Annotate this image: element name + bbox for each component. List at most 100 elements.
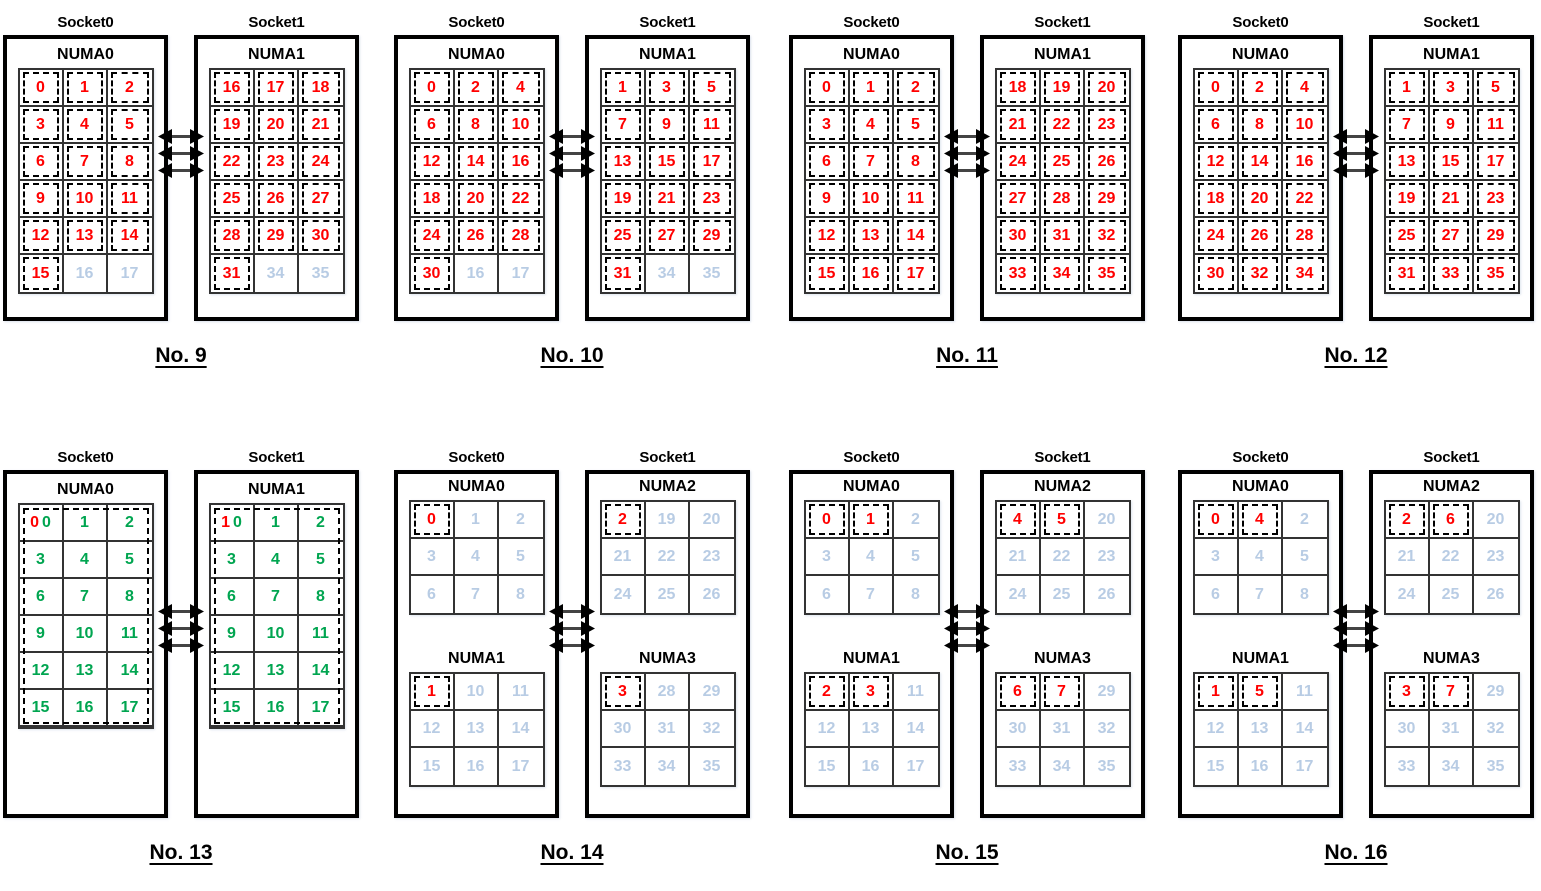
cpu-cell[interactable]: 9 (19, 616, 64, 653)
cpu-cell[interactable]: 23 (254, 144, 299, 181)
cpu-cell[interactable]: 4 (454, 539, 499, 576)
cpu-cell[interactable]: 25 (1040, 576, 1085, 613)
cpu-cell[interactable]: 29 (1473, 218, 1518, 255)
cpu-cell[interactable]: 12 (410, 711, 455, 748)
cpu-cell[interactable]: 25 (1385, 218, 1430, 255)
cpu-cell[interactable]: 20 (254, 107, 299, 144)
cpu-cell[interactable]: 27 (645, 218, 690, 255)
cpu-cell[interactable]: 5 (893, 539, 938, 576)
cpu-cell[interactable]: 9 (1429, 107, 1474, 144)
cpu-cell[interactable]: 15 (1429, 144, 1474, 181)
cpu-cell[interactable]: 16 (498, 144, 543, 181)
cpu-cell[interactable]: 7 (254, 579, 299, 616)
cpu-cell[interactable]: 13 (1385, 144, 1430, 181)
cpu-cell[interactable]: 24 (1385, 576, 1430, 613)
cpu-cell[interactable]: 17 (893, 748, 938, 785)
cpu-cell[interactable]: 33 (996, 748, 1041, 785)
cpu-cell[interactable]: 13 (849, 218, 894, 255)
cpu-cell[interactable]: 3 (601, 674, 646, 711)
cpu-cell[interactable]: 0 (805, 502, 850, 539)
cpu-cell[interactable]: 6 (805, 144, 850, 181)
cpu-cell[interactable]: 0 (19, 70, 64, 107)
cpu-cell[interactable]: 1 (410, 674, 455, 711)
cpu-cell[interactable]: 32 (1084, 711, 1129, 748)
cpu-cell[interactable]: 18 (298, 70, 343, 107)
cpu-cell[interactable]: 11 (107, 616, 152, 653)
cpu-cell[interactable]: 15 (805, 748, 850, 785)
cpu-cell[interactable]: 32 (1084, 218, 1129, 255)
cpu-cell[interactable]: 22 (210, 144, 255, 181)
cpu-cell[interactable]: 14 (107, 218, 152, 255)
cpu-cell[interactable]: 3 (410, 539, 455, 576)
cpu-cell[interactable]: 21 (996, 539, 1041, 576)
cpu-cell[interactable]: 17 (1282, 748, 1327, 785)
cpu-cell[interactable]: 24 (1194, 218, 1239, 255)
cpu-cell[interactable]: 22 (498, 181, 543, 218)
cpu-cell[interactable]: 2 (1282, 502, 1327, 539)
cpu-cell[interactable]: 20 (689, 502, 734, 539)
cpu-cell[interactable]: 32 (689, 711, 734, 748)
cpu-cell[interactable]: 17 (893, 255, 938, 292)
cpu-cell[interactable]: 2 (107, 505, 152, 542)
cpu-cell[interactable]: 16 (454, 255, 499, 292)
cpu-cell[interactable]: 21 (645, 181, 690, 218)
cpu-cell[interactable]: 21 (298, 107, 343, 144)
cpu-cell[interactable]: 5 (893, 107, 938, 144)
cpu-cell[interactable]: 29 (1084, 674, 1129, 711)
cpu-cell[interactable]: 2 (1238, 70, 1283, 107)
cpu-cell[interactable]: 35 (1473, 748, 1518, 785)
cpu-cell[interactable]: 4 (1282, 70, 1327, 107)
cpu-cell[interactable]: 19 (1385, 181, 1430, 218)
cpu-cell[interactable]: 4 (63, 107, 108, 144)
cpu-cell[interactable]: 3 (19, 542, 64, 579)
cpu-cell[interactable]: 35 (1084, 255, 1129, 292)
cpu-cell[interactable]: 20 (1084, 70, 1129, 107)
cpu-cell[interactable]: 24 (996, 576, 1041, 613)
cpu-cell[interactable]: 8 (498, 576, 543, 613)
cpu-cell[interactable]: 34 (645, 255, 690, 292)
cpu-cell[interactable]: 20 (454, 181, 499, 218)
cpu-cell[interactable]: 16 (849, 255, 894, 292)
cpu-cell[interactable]: 17 (254, 70, 299, 107)
cpu-cell[interactable]: 22 (1429, 539, 1474, 576)
cpu-cell[interactable]: 19 (645, 502, 690, 539)
cpu-cell[interactable]: 31 (1429, 711, 1474, 748)
cpu-cell[interactable]: 28 (1282, 218, 1327, 255)
cpu-cell[interactable]: 26 (689, 576, 734, 613)
cpu-cell[interactable]: 21 (996, 107, 1041, 144)
cpu-cell[interactable]: 0 (410, 70, 455, 107)
cpu-cell[interactable]: 30 (1194, 255, 1239, 292)
cpu-cell[interactable]: 1 (849, 70, 894, 107)
cpu-cell[interactable]: 5 (1040, 502, 1085, 539)
cpu-cell[interactable]: 6 (210, 579, 255, 616)
cpu-cell[interactable]: 23 (1084, 107, 1129, 144)
cpu-cell[interactable]: 9 (210, 616, 255, 653)
cpu-cell[interactable]: 31 (645, 711, 690, 748)
cpu-cell[interactable]: 22 (1040, 539, 1085, 576)
cpu-cell[interactable]: 10 (1282, 107, 1327, 144)
cpu-cell[interactable]: 16 (254, 690, 299, 727)
cpu-cell[interactable]: 0 (1194, 502, 1239, 539)
cpu-cell[interactable]: 13 (1238, 711, 1283, 748)
cpu-cell[interactable]: 16 (63, 255, 108, 292)
cpu-cell[interactable]: 28 (1040, 181, 1085, 218)
cpu-cell[interactable]: 35 (1084, 748, 1129, 785)
cpu-cell[interactable]: 19 (210, 107, 255, 144)
cpu-cell[interactable]: 1 (63, 505, 108, 542)
cpu-cell[interactable]: 3 (805, 539, 850, 576)
cpu-cell[interactable]: 18 (1194, 181, 1239, 218)
cpu-cell[interactable]: 26 (1473, 576, 1518, 613)
cpu-cell[interactable]: 3 (645, 70, 690, 107)
cpu-cell[interactable]: 13 (63, 653, 108, 690)
cpu-cell[interactable]: 29 (254, 218, 299, 255)
cpu-cell[interactable]: 6 (19, 579, 64, 616)
cpu-cell[interactable]: 7 (601, 107, 646, 144)
cpu-cell[interactable]: 11 (1282, 674, 1327, 711)
cpu-cell[interactable]: 8 (1238, 107, 1283, 144)
cpu-cell[interactable]: 15 (805, 255, 850, 292)
cpu-cell[interactable]: 24 (601, 576, 646, 613)
cpu-cell[interactable]: 6 (1194, 107, 1239, 144)
cpu-cell[interactable]: 17 (689, 144, 734, 181)
cpu-cell[interactable]: 4 (1238, 539, 1283, 576)
cpu-cell[interactable]: 19 (601, 181, 646, 218)
